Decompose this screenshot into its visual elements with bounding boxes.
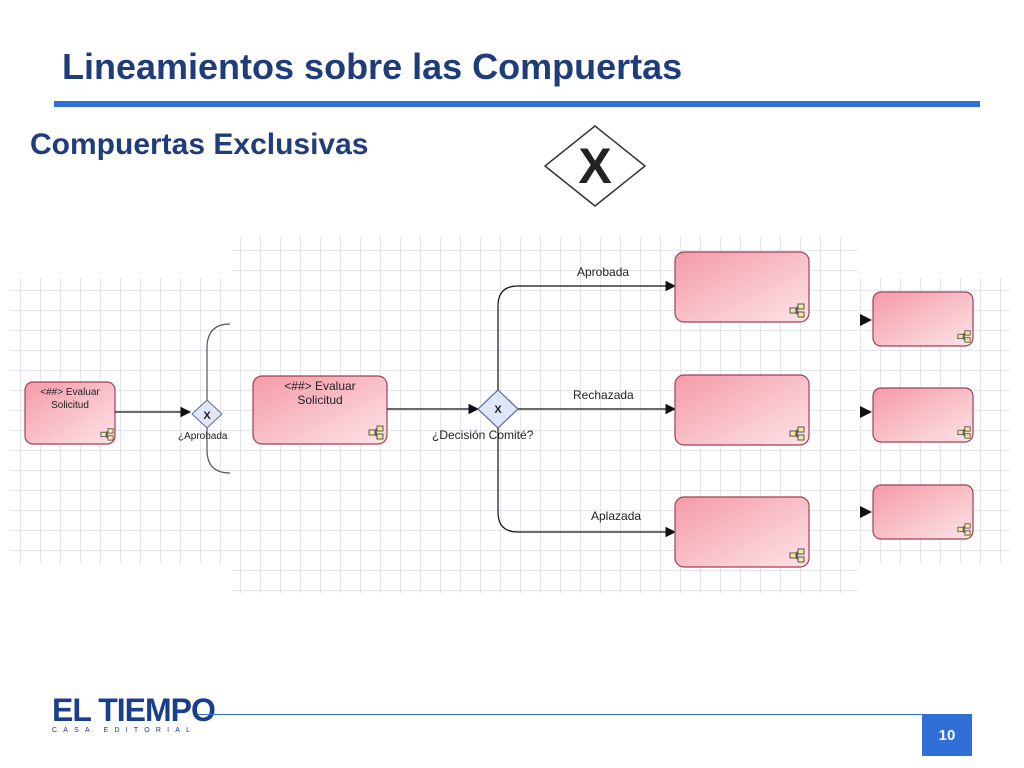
page-number: 10 xyxy=(922,714,972,756)
footer-rule xyxy=(198,714,922,715)
flow-approved xyxy=(497,280,677,390)
gateway-symbol-diamond xyxy=(543,125,647,207)
left-task[interactable] xyxy=(24,381,116,445)
right-task-1[interactable] xyxy=(872,291,974,347)
flow-postponed-label: Aplazada xyxy=(591,509,641,523)
logo-name: EL TIEMPO xyxy=(52,692,216,728)
task-rejected[interactable] xyxy=(674,374,810,446)
flow-rejected-label: Rechazada xyxy=(573,388,634,402)
left-task-label-line2: Solicitud xyxy=(51,400,89,411)
slide-title: Lineamientos sobre las Compuertas xyxy=(62,46,683,87)
main-task[interactable] xyxy=(252,375,388,445)
left-gateway-label: ¿Aprobada xyxy=(178,431,228,442)
right-arrow-2 xyxy=(860,406,872,418)
main-task-label-line2: Solicitud xyxy=(297,393,342,407)
flow-approved-label: Aprobada xyxy=(577,265,629,279)
el-tiempo-logo: EL TIEMPO CASA EDITORIAL xyxy=(52,692,216,734)
exclusive-gateway-symbol: X xyxy=(543,125,647,207)
task-postponed[interactable] xyxy=(674,496,810,568)
left-gateway-upper-branch xyxy=(206,323,231,400)
flow-postponed xyxy=(497,428,677,538)
right-arrow-3 xyxy=(860,506,872,518)
left-task-label-line1: <##> Evaluar xyxy=(40,387,100,398)
decision-gateway-label: ¿Decisión Comité? xyxy=(432,428,534,442)
main-task-label-line1: <##> Evaluar xyxy=(284,379,355,393)
decision-gateway-marker: X xyxy=(494,404,502,416)
task-approved[interactable] xyxy=(674,251,810,323)
logo-tagline: CASA EDITORIAL xyxy=(52,727,197,734)
right-task-3[interactable] xyxy=(872,484,974,540)
slide-subtitle: Compuertas Exclusivas xyxy=(30,128,369,161)
right-task-2[interactable] xyxy=(872,387,974,443)
left-gateway-marker: X xyxy=(203,410,211,422)
process-diagram: <##> Evaluar Solicitud X ¿Aprobada <##> … xyxy=(10,236,1010,593)
left-gateway-lower-branch xyxy=(206,428,231,474)
title-underline xyxy=(54,101,980,107)
right-arrow-1 xyxy=(860,314,872,326)
gateway-symbol-x: X xyxy=(578,138,611,194)
